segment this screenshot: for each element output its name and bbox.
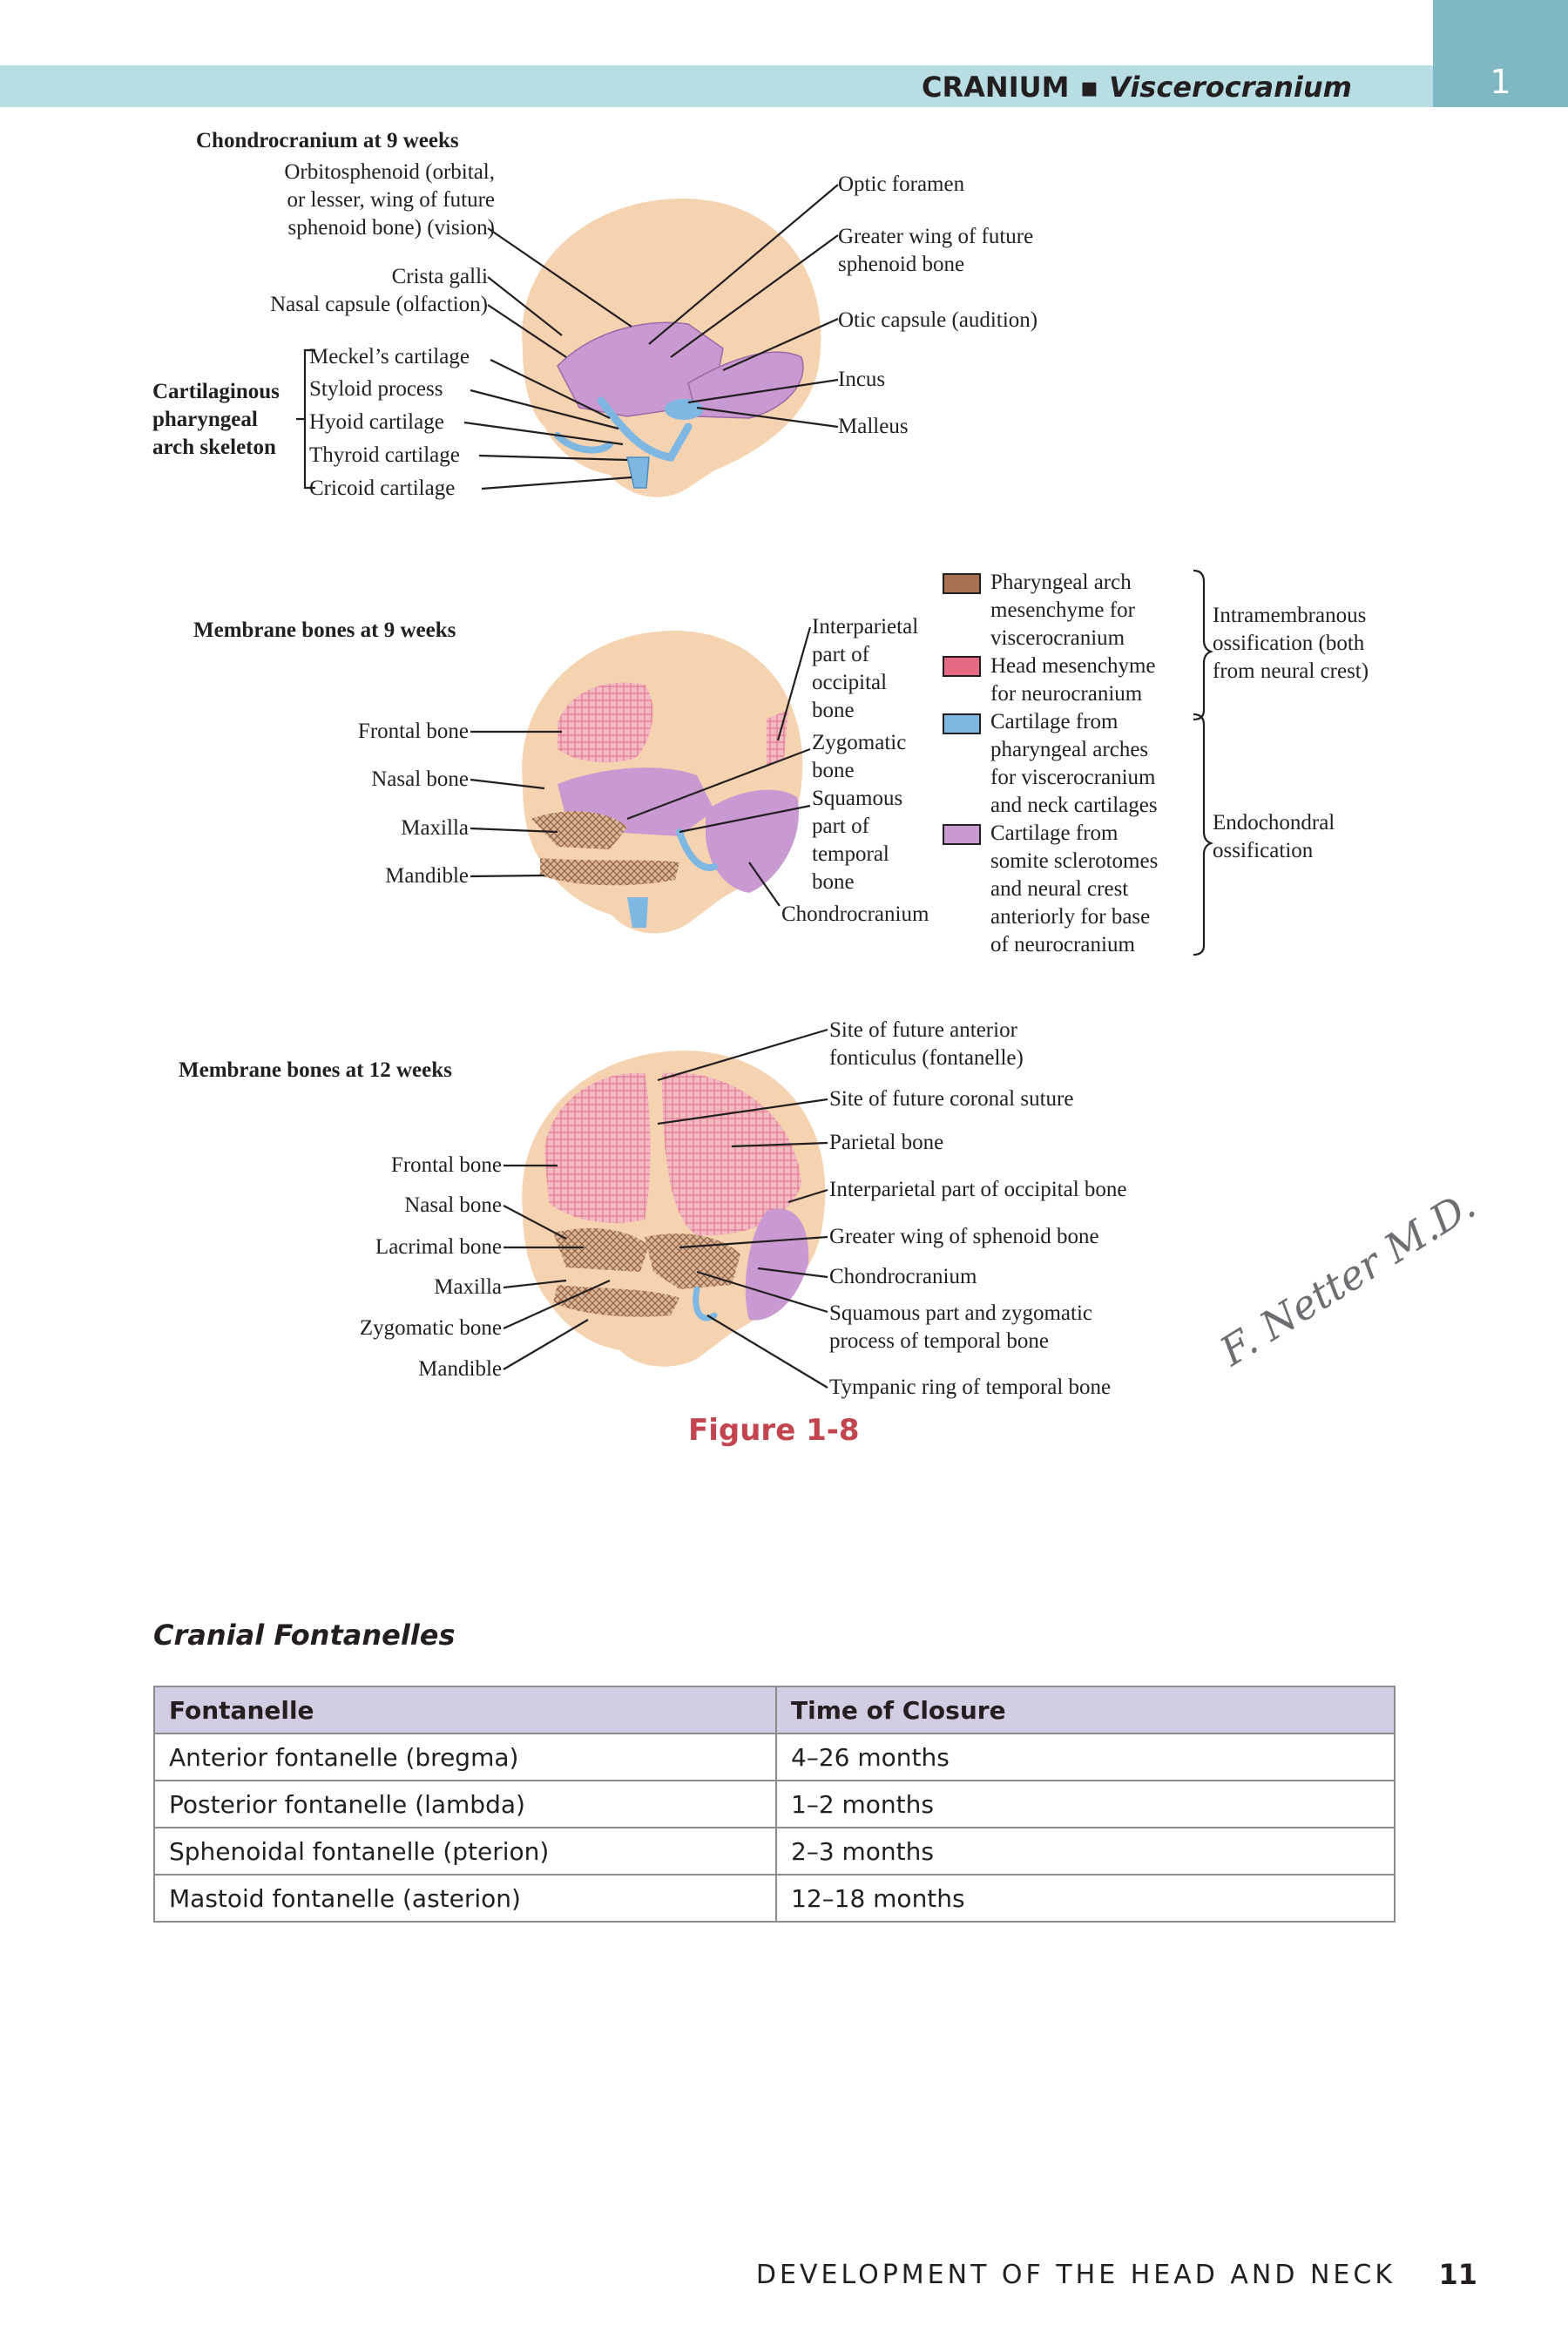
leader-lines-panel-3: [503, 1028, 828, 1389]
table-row: Mastoid fontanelle (asterion) 12–18 mont…: [153, 1874, 1396, 1923]
label-interparietal-part: Interparietal part of occipital bone: [812, 615, 919, 722]
table-cell-fontanelle: Mastoid fontanelle (asterion): [153, 1874, 777, 1923]
fontanelles-table: Fontanelle Time of Closure Anterior font…: [153, 1686, 1396, 1923]
label-maxilla-12wk: Maxilla: [434, 1275, 502, 1299]
panel-1-title: Chondrocranium at 9 weeks: [196, 129, 459, 152]
label-zygomatic-bone-9wk: Zygomatic bone: [812, 731, 907, 782]
label-parietal-bone: Parietal bone: [829, 1131, 944, 1154]
table-cell-closure: 4–26 months: [775, 1733, 1396, 1781]
label-tympanic-ring: Tympanic ring of temporal bone: [829, 1375, 1112, 1399]
table-row: Posterior fontanelle (lambda) 1–2 months: [153, 1780, 1396, 1828]
label-chondrocranium-9wk: Chondrocranium: [781, 902, 929, 926]
legend-swatch-pharyngeal-mesenchyme: [943, 573, 981, 594]
label-anterior-fonticulus: Site of future anterior fonticulus (font…: [829, 1018, 1024, 1070]
label-nasal-bone-12wk: Nasal bone: [404, 1193, 502, 1217]
legend-group-intramembranous: Intramembranous ossification (both from …: [1213, 604, 1369, 683]
label-mandible-12wk: Mandible: [418, 1357, 502, 1381]
table-cell-closure: 2–3 months: [775, 1827, 1396, 1876]
chapter-number: 1: [1490, 63, 1511, 101]
column-header-closure: Time of Closure: [775, 1686, 1396, 1734]
header-subsection: Viscerocranium: [1109, 71, 1352, 104]
figure-caption: Figure 1-8: [688, 1413, 860, 1448]
table-cell-fontanelle: Posterior fontanelle (lambda): [153, 1780, 777, 1828]
label-interparietal-occipital: Interparietal part of occipital bone: [829, 1178, 1127, 1201]
label-frontal-bone-9wk: Frontal bone: [357, 720, 469, 743]
head-9wk-membrane-bones: [522, 630, 803, 934]
label-chondrocranium-12wk: Chondrocranium: [829, 1265, 977, 1288]
table-cell-fontanelle: Anterior fontanelle (bregma): [153, 1733, 777, 1781]
label-nasal-capsule: Nasal capsule (olfaction): [270, 293, 488, 316]
legend-swatch-pharyngeal-cartilage: [943, 713, 981, 734]
legend-label-pharyngeal-cartilage: Cartilage from pharyngeal arches for vis…: [990, 710, 1158, 817]
leader-lines-panel-2: [470, 626, 812, 907]
label-greater-wing-sphenoid: Greater wing of sphenoid bone: [829, 1225, 1099, 1248]
legend-brackets: [1193, 569, 1214, 956]
legend-label-pharyngeal-mesenchyme: Pharyngeal arch mesenchyme for viscerocr…: [990, 571, 1135, 650]
header-section: CRANIUM: [922, 71, 1070, 104]
label-squamous-temporal: Squamous part of temporal bone: [812, 787, 903, 894]
head-9wk-chondrocranium: [522, 198, 821, 497]
label-zygomatic-bone-12wk: Zygomatic bone: [359, 1316, 502, 1340]
label-squamous-zygomatic-process: Squamous part and zygomatic process of t…: [829, 1301, 1093, 1353]
label-incus: Incus: [838, 368, 886, 391]
panel-2-title: Membrane bones at 9 weeks: [193, 618, 456, 642]
label-cricoid-cartilage: Cricoid cartilage: [309, 476, 456, 500]
label-orbitosphenoid: Orbitosphenoid (orbital, or lesser, wing…: [284, 160, 495, 240]
label-lacrimal-bone: Lacrimal bone: [375, 1235, 502, 1259]
table-cell-closure: 1–2 months: [775, 1780, 1396, 1828]
label-meckels-cartilage: Meckel’s cartilage: [309, 345, 470, 368]
legend-label-head-mesenchyme: Head mesenchyme for neurocranium: [990, 654, 1156, 706]
label-styloid-process: Styloid process: [309, 377, 443, 401]
header-separator: ▪: [1079, 71, 1099, 104]
leader-lines-panel-1: [296, 184, 839, 490]
label-optic-foramen: Optic foramen: [838, 172, 965, 196]
panel-3-title: Membrane bones at 12 weeks: [179, 1058, 452, 1082]
table-row: Sphenoidal fontanelle (pterion) 2–3 mont…: [153, 1827, 1396, 1876]
table-cell-closure: 12–18 months: [775, 1874, 1396, 1923]
footer-running-title: DEVELOPMENT OF THE HEAD AND NECK: [755, 2260, 1396, 2290]
label-cartilaginous-arch-skeleton: Cartilaginous pharyngeal arch skeleton: [152, 380, 280, 459]
label-otic-capsule: Otic capsule (audition): [838, 308, 1038, 332]
legend-label-somite-cartilage: Cartilage from somite sclerotomes and ne…: [990, 821, 1159, 956]
table-cell-fontanelle: Sphenoidal fontanelle (pterion): [153, 1827, 777, 1876]
label-crista-galli: Crista galli: [391, 265, 488, 288]
table-title: Cranial Fontanelles: [153, 1619, 456, 1652]
table-header-row: Fontanelle Time of Closure: [153, 1686, 1396, 1734]
label-thyroid-cartilage: Thyroid cartilage: [309, 443, 460, 467]
label-malleus: Malleus: [838, 415, 909, 438]
running-header: CRANIUM ▪ Viscerocranium: [922, 71, 1352, 104]
legend-swatch-head-mesenchyme: [943, 656, 981, 677]
label-nasal-bone-9wk: Nasal bone: [371, 767, 469, 791]
label-coronal-suture: Site of future coronal suture: [829, 1087, 1074, 1111]
label-mandible-9wk: Mandible: [385, 864, 469, 888]
legend-group-endochondral: Endochondral ossification: [1213, 811, 1335, 862]
column-header-fontanelle: Fontanelle: [153, 1686, 777, 1734]
label-frontal-bone-12wk: Frontal bone: [390, 1153, 502, 1177]
table-row: Anterior fontanelle (bregma) 4–26 months: [153, 1733, 1396, 1781]
page-number: 11: [1438, 2258, 1477, 2291]
chapter-tab: [1433, 0, 1568, 107]
legend-swatch-somite-cartilage: [943, 824, 981, 845]
header-bar: [0, 65, 1433, 107]
label-greater-wing-future-sphenoid: Greater wing of future sphenoid bone: [838, 225, 1034, 276]
label-maxilla-9wk: Maxilla: [401, 816, 469, 840]
head-12wk-membrane-bones: [522, 1050, 826, 1367]
label-hyoid-cartilage: Hyoid cartilage: [309, 410, 444, 434]
